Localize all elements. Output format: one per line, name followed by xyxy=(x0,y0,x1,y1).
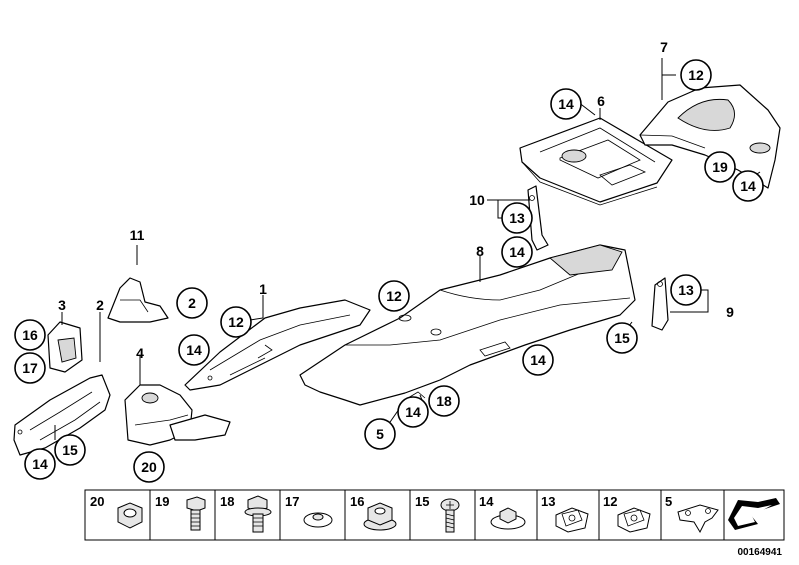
svg-text:20: 20 xyxy=(141,459,157,475)
legend-number: 12 xyxy=(603,494,617,509)
screw-icon xyxy=(440,498,460,533)
heat-shield-4 xyxy=(124,384,231,446)
svg-text:12: 12 xyxy=(688,67,704,83)
hex-bolt-icon xyxy=(186,496,206,531)
svg-text:14: 14 xyxy=(558,96,574,112)
nut-icon xyxy=(117,502,143,529)
svg-text:14: 14 xyxy=(405,404,421,420)
callout-14: 14 xyxy=(397,396,429,428)
svg-text:15: 15 xyxy=(614,330,630,346)
clip-nut-icon xyxy=(617,507,651,533)
bracket-clip-icon xyxy=(677,504,719,534)
callout-label: 7 xyxy=(660,39,668,55)
callout-14: 14 xyxy=(732,170,764,202)
legend-number: 15 xyxy=(415,494,429,509)
legend-number: 18 xyxy=(220,494,234,509)
svg-text:14: 14 xyxy=(186,342,202,358)
svg-text:5: 5 xyxy=(376,426,384,442)
svg-text:14: 14 xyxy=(530,352,546,368)
clip-nut-icon xyxy=(555,507,589,533)
legend-number: 13 xyxy=(541,494,555,509)
push-nut-icon xyxy=(303,512,333,528)
callout-14: 14 xyxy=(522,344,554,376)
callout-15: 15 xyxy=(606,322,638,354)
svg-text:17: 17 xyxy=(22,360,38,376)
callouts: 7 6 10 8 11 1 9 3 2 4 12 14 19 14 13 14 … xyxy=(14,39,764,483)
callout-label: 10 xyxy=(469,192,485,208)
callout-12: 12 xyxy=(680,59,712,91)
callout-19: 19 xyxy=(704,151,736,183)
heat-shield-7 xyxy=(639,84,781,189)
svg-text:16: 16 xyxy=(22,327,38,343)
callout-18: 18 xyxy=(428,385,460,417)
heat-shield-1 xyxy=(184,299,371,391)
legend-number: 5 xyxy=(665,494,672,509)
callout-label: 1 xyxy=(259,281,267,297)
svg-text:15: 15 xyxy=(62,442,78,458)
callout-13: 13 xyxy=(501,202,533,234)
callout-label: 2 xyxy=(96,297,104,313)
callout-12: 12 xyxy=(220,306,252,338)
bracket-10 xyxy=(527,185,549,251)
callout-2: 2 xyxy=(176,287,208,319)
flange-bolt-icon xyxy=(244,495,272,533)
callout-label: 6 xyxy=(597,93,605,109)
cover-3 xyxy=(47,321,83,373)
legend-number: 19 xyxy=(155,494,169,509)
callout-20: 20 xyxy=(133,451,165,483)
legend-number: 20 xyxy=(90,494,104,509)
svg-text:14: 14 xyxy=(509,244,525,260)
callout-13: 13 xyxy=(670,274,702,306)
arrow-pointer-icon xyxy=(728,498,780,530)
diagram-id: 00164941 xyxy=(738,547,783,558)
fastener-legend: 20 19 18 17 16 15 14 13 12 5 xyxy=(84,489,785,541)
svg-text:14: 14 xyxy=(740,178,756,194)
svg-text:14: 14 xyxy=(32,456,48,472)
callout-14: 14 xyxy=(178,334,210,366)
callout-label: 11 xyxy=(130,227,145,243)
callout-14: 14 xyxy=(501,236,533,268)
callout-label: 4 xyxy=(136,345,144,361)
svg-text:18: 18 xyxy=(436,393,452,409)
bracket-9 xyxy=(651,277,669,331)
svg-text:2: 2 xyxy=(188,295,196,311)
callout-17: 17 xyxy=(14,352,46,384)
svg-text:13: 13 xyxy=(509,210,525,226)
svg-text:12: 12 xyxy=(228,314,244,330)
speed-nut-icon xyxy=(490,507,526,530)
callout-label: 9 xyxy=(726,304,734,320)
callout-15: 15 xyxy=(54,434,86,466)
flange-nut-icon xyxy=(363,502,397,531)
heat-shield-6 xyxy=(519,117,673,206)
legend-number: 17 xyxy=(285,494,299,509)
svg-text:12: 12 xyxy=(386,288,402,304)
callout-16: 16 xyxy=(14,319,46,351)
callout-label: 3 xyxy=(58,297,66,313)
tunnel-heat-shield-8 xyxy=(299,244,636,406)
callout-14: 14 xyxy=(24,448,56,480)
bracket-11 xyxy=(107,277,169,323)
legend-number: 16 xyxy=(350,494,364,509)
heat-shield-2 xyxy=(13,374,111,456)
callout-12: 12 xyxy=(378,280,410,312)
svg-text:13: 13 xyxy=(678,282,694,298)
callout-5: 5 xyxy=(364,418,396,450)
callout-14: 14 xyxy=(550,88,582,120)
svg-text:19: 19 xyxy=(712,159,728,175)
callout-label: 8 xyxy=(476,243,484,259)
legend-number: 14 xyxy=(479,494,494,509)
